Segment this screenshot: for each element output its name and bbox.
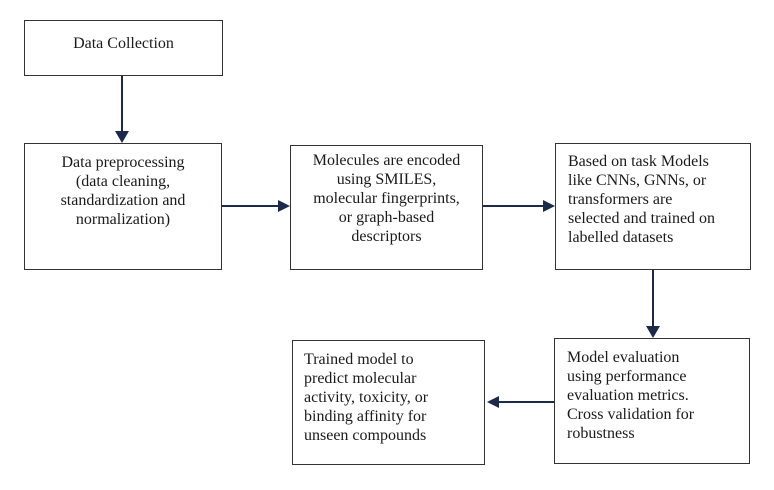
arrow-encoding-to-model-line [483, 205, 544, 207]
flow-node-model-evaluation: Model evaluation using performance evalu… [554, 338, 750, 464]
arrow-down-icon [646, 326, 660, 338]
arrow-right-icon [278, 200, 290, 212]
flow-node-data-preprocessing: Data preprocessing (data cleaning, stand… [24, 143, 222, 270]
arrow-model-to-evaluation-line [652, 270, 654, 327]
flow-node-molecular-encoding: Molecules are encoded using SMILES, mole… [290, 145, 483, 270]
arrow-evaluation-to-prediction-line [499, 401, 554, 403]
arrow-down-icon [115, 131, 129, 143]
flow-node-model-selection-training: Based on task Models like CNNs, GNNs, or… [555, 143, 751, 270]
arrow-preprocessing-to-encoding-line [222, 205, 279, 207]
flow-node-data-collection: Data Collection [24, 20, 223, 76]
flow-node-trained-model-prediction: Trained model to predict molecular activ… [292, 340, 485, 465]
arrow-collection-to-preprocessing-line [121, 76, 123, 132]
arrow-right-icon [543, 200, 555, 212]
arrow-left-icon [487, 396, 499, 408]
